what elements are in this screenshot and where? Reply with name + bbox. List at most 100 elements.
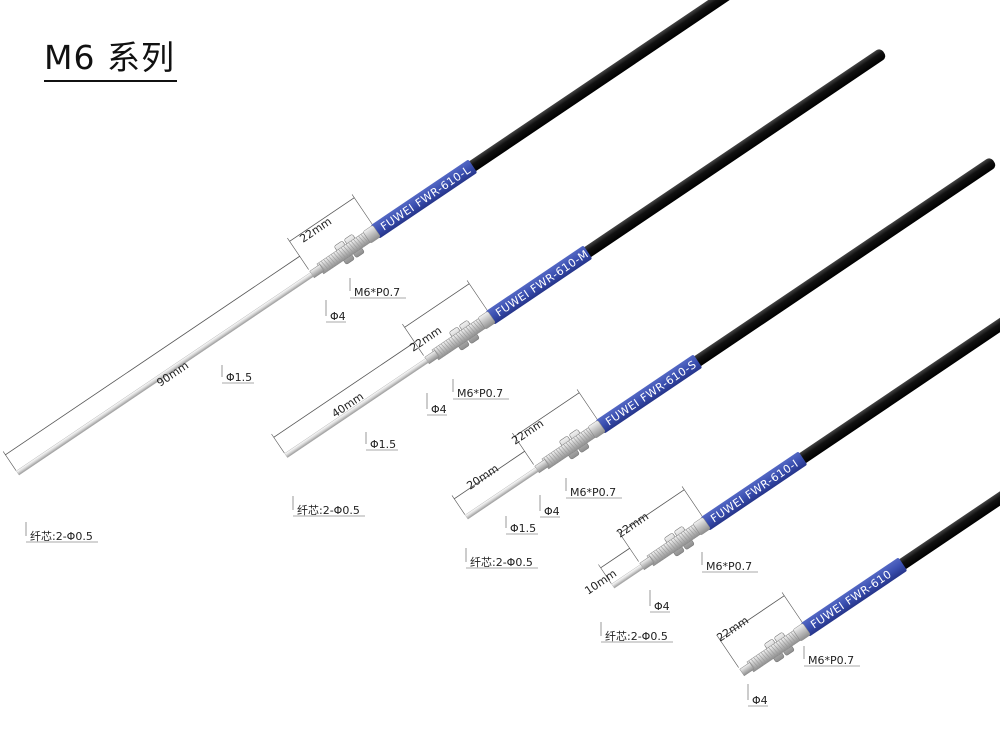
thread-spec-label: M6*P0.7 — [354, 286, 400, 299]
fiber-core-label: 纤芯:2-Φ0.5 — [470, 555, 533, 569]
thread-line — [458, 331, 467, 342]
extension-line — [271, 433, 285, 454]
probe-length-label: 10mm — [582, 567, 619, 598]
thread-line — [448, 338, 457, 349]
thread-line — [773, 643, 782, 654]
probe-tube — [611, 564, 644, 589]
fiber-core-label: 纤芯:2-Φ0.5 — [297, 503, 360, 517]
thread-line — [353, 239, 362, 249]
extension-line — [402, 323, 424, 356]
thread-line — [465, 326, 475, 337]
thread-spec-label: M6*P0.7 — [457, 387, 503, 400]
body-dimension — [717, 592, 803, 668]
thread-line — [748, 660, 757, 671]
thread-line — [455, 333, 465, 344]
thread-line — [678, 534, 687, 544]
thread-line — [783, 637, 792, 647]
thread-line — [470, 323, 480, 333]
extension-line — [451, 495, 466, 515]
model-sleeve — [371, 160, 477, 238]
thread-line — [673, 537, 682, 548]
probe-tube — [464, 467, 539, 520]
model-sleeve — [486, 246, 592, 324]
thread-line — [350, 240, 360, 251]
thread-line — [750, 658, 760, 669]
body-diameter-label: Φ4 — [544, 505, 560, 518]
thread-line — [578, 434, 587, 444]
dimension-line — [600, 547, 630, 569]
probe-tube — [284, 358, 429, 458]
body-length-label: 22mm — [714, 614, 751, 645]
thread-line — [780, 638, 790, 649]
dimension-line — [5, 255, 300, 456]
dimension-line — [453, 450, 525, 500]
model-label: FUWEI FWR-610-L — [378, 163, 473, 233]
model-label: FUWEI FWR-610 — [808, 568, 894, 632]
thread-line — [685, 529, 695, 539]
thread-line — [335, 250, 345, 261]
probe-dimension — [2, 255, 300, 471]
dimension-line — [619, 489, 685, 534]
cable — [567, 49, 886, 268]
thread-line — [580, 432, 590, 442]
thread-line — [565, 442, 575, 453]
model-label: FUWEI FWR-610-M — [493, 247, 591, 319]
thread-line — [463, 328, 472, 338]
cable — [452, 0, 771, 182]
title-block: M6 系列 — [44, 38, 177, 82]
thread-line — [435, 346, 445, 357]
thread-line — [670, 539, 680, 550]
thread-line — [355, 237, 365, 247]
sensor-5-assembly: FUWEI FWR-610 — [717, 361, 1000, 677]
thread-line — [770, 645, 780, 656]
thread-line — [583, 430, 592, 441]
thread-line — [325, 257, 335, 268]
thread-line — [763, 650, 772, 661]
body-dimension — [287, 194, 373, 270]
extension-line — [617, 529, 639, 562]
thread-line — [785, 635, 795, 645]
extension-line — [512, 432, 534, 465]
thread-line — [555, 449, 565, 459]
extension-line — [351, 194, 373, 225]
thread-line — [765, 648, 775, 659]
dimension-line — [289, 197, 355, 242]
thread-line — [553, 450, 562, 461]
thread-spec-label: M6*P0.7 — [706, 560, 752, 573]
thread-line — [683, 531, 692, 541]
model-sleeve — [801, 558, 907, 636]
thread-line — [675, 536, 685, 546]
probe-diameter-label: Φ1.5 — [226, 371, 252, 384]
thread-line — [445, 340, 455, 350]
thread-line — [460, 330, 470, 340]
extension-line — [781, 592, 803, 623]
thread-line — [585, 429, 595, 439]
thread-line — [658, 547, 667, 558]
thread-line — [328, 255, 337, 266]
thread-line — [755, 655, 765, 666]
thread-line — [573, 437, 582, 447]
thread-line — [663, 544, 672, 555]
extension-line — [598, 564, 612, 584]
thread-line — [788, 633, 797, 644]
thread-line — [775, 642, 785, 652]
thread-line — [358, 235, 367, 246]
cable — [782, 255, 1000, 474]
thread-line — [653, 551, 662, 561]
extension-line — [466, 280, 488, 311]
thread-line — [778, 640, 787, 650]
probe-dimension — [271, 341, 415, 454]
probe-dimension — [598, 547, 630, 584]
thread-line — [650, 552, 660, 563]
body-diameter-label: Φ4 — [654, 600, 670, 613]
thread-line — [443, 341, 452, 352]
dimension-line — [719, 595, 785, 640]
body-length-label: 22mm — [509, 417, 546, 448]
body-diameter-label: Φ4 — [752, 694, 768, 707]
thread-line — [753, 657, 762, 667]
probe-diameter-label: Φ1.5 — [370, 438, 396, 451]
thread-spec-label: M6*P0.7 — [570, 486, 616, 499]
thread-line — [655, 549, 665, 560]
thread-line — [563, 444, 572, 454]
thread-line — [570, 439, 580, 449]
